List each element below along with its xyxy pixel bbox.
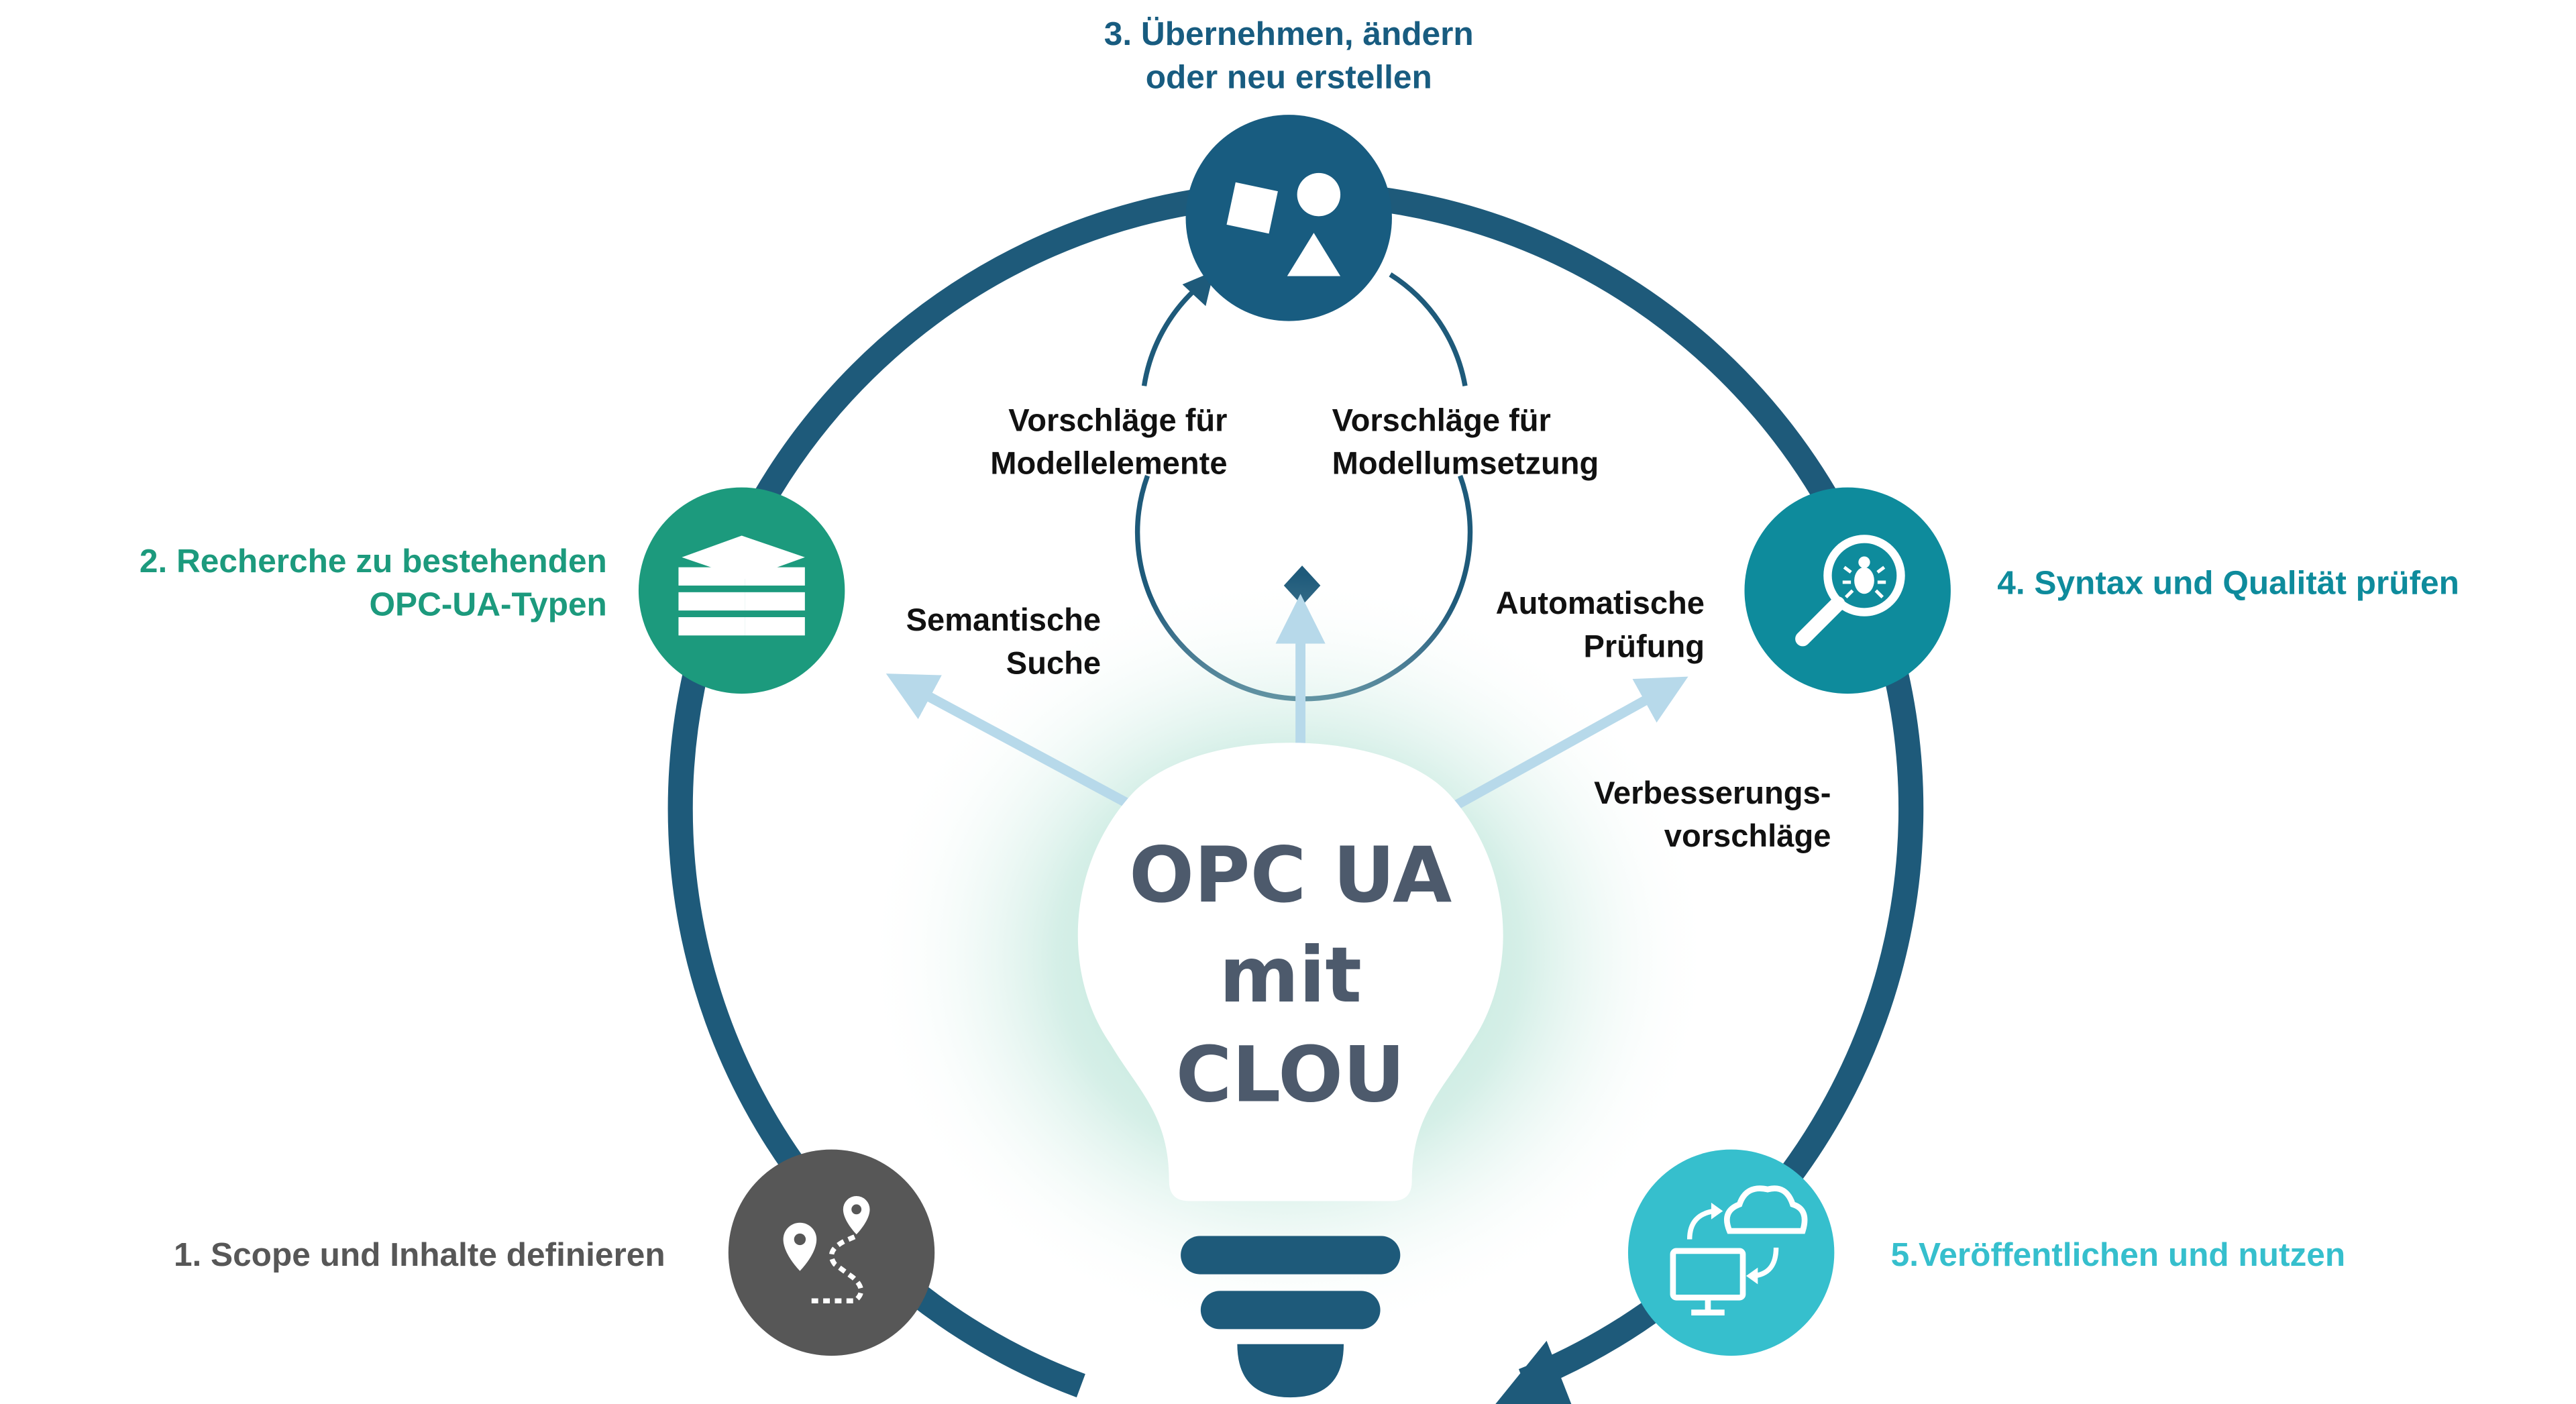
- feature-labels: Semantische Suche Automatische Prüfung V…: [906, 402, 1831, 853]
- step-2-label-line1: 2. Recherche zu bestehenden: [140, 542, 607, 580]
- step-3-node[interactable]: [1185, 115, 1392, 321]
- bulb-base-ring-1: [1181, 1236, 1401, 1275]
- semantic-search-label-line1: Semantische: [906, 602, 1101, 637]
- model-impl-label-line2: Modellumsetzung: [1332, 445, 1599, 481]
- step-4-label: 4. Syntax und Qualität prüfen: [1997, 563, 2459, 601]
- feature-arrows: [885, 594, 1688, 813]
- step-4-node[interactable]: [1744, 487, 1951, 694]
- step-5-node[interactable]: [1627, 1149, 1835, 1356]
- step-5-label: 5.Veröffentlichen und nutzen: [1891, 1236, 2345, 1273]
- cloud-sync-icon: [1670, 1185, 1808, 1315]
- improvement-label-line2: vorschläge: [1664, 818, 1831, 853]
- inner-loop-arrowhead: [1182, 271, 1214, 307]
- bulb-base-tip: [1237, 1344, 1344, 1398]
- step-1-node[interactable]: [728, 1149, 935, 1356]
- step-3-circle: [1185, 115, 1392, 321]
- bulb-base-ring-2: [1200, 1291, 1381, 1330]
- arrow-semantic-search: [885, 673, 1134, 810]
- model-elements-label-line1: Vorschläge für: [1008, 402, 1227, 437]
- step-2-node[interactable]: [638, 487, 845, 694]
- shapes-icon: [1226, 172, 1341, 276]
- books-icon: [678, 535, 805, 636]
- auto-check-label-line1: Automatische: [1496, 585, 1705, 620]
- semantic-search-label-line2: Suche: [1006, 645, 1101, 680]
- bug-magnifier-icon: [1795, 535, 1905, 647]
- auto-check-label-line2: Prüfung: [1584, 629, 1705, 664]
- improvement-label-line1: Verbesserungs-: [1594, 775, 1831, 810]
- bulb-title-line3: CLOU: [1176, 1030, 1405, 1120]
- step-4-circle: [1744, 487, 1951, 694]
- map-route-icon: [783, 1196, 870, 1303]
- step-3-label-line1: 3. Übernehmen, ändern: [1104, 15, 1474, 52]
- bulb-title-line2: mit: [1220, 930, 1362, 1020]
- bulb-title-line1: OPC UA: [1129, 830, 1452, 920]
- step-2-label-line2: OPC-UA-Typen: [370, 586, 607, 623]
- cycle-arrowhead: [1495, 1340, 1572, 1404]
- arrow-auto-check: [1448, 676, 1688, 813]
- step-1-label: 1. Scope und Inhalte definieren: [174, 1236, 665, 1273]
- step-2-circle: [638, 487, 845, 694]
- model-elements-label-line2: Modellelemente: [990, 445, 1227, 481]
- step-3-label-line2: oder neu erstellen: [1146, 58, 1432, 95]
- model-impl-label-line1: Vorschläge für: [1332, 402, 1551, 437]
- light-bulb: OPC UA mit CLOU: [1077, 743, 1503, 1398]
- bulb-glass: [1077, 743, 1503, 1201]
